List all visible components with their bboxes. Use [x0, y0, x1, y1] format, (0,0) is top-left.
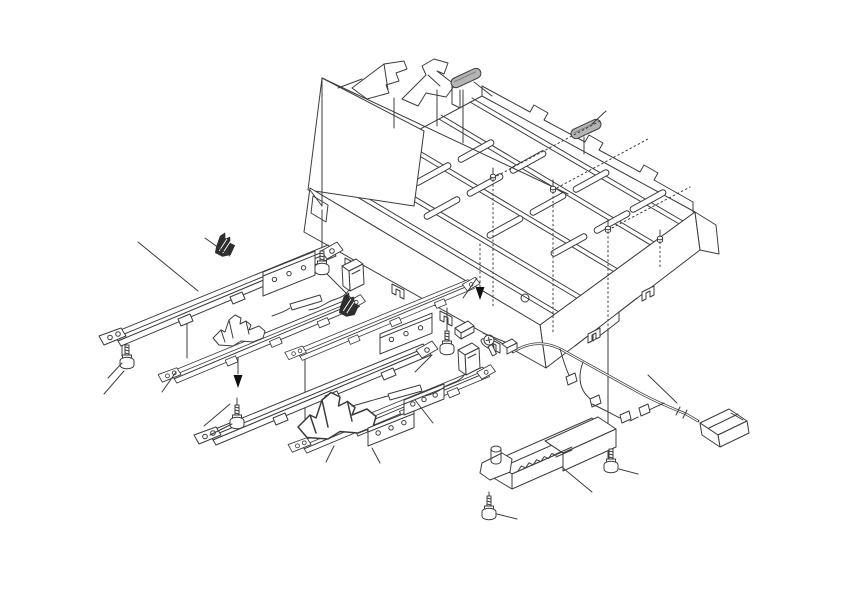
leader-line [326, 273, 356, 303]
insertion-arrow [233, 375, 243, 388]
leader-line [371, 447, 381, 464]
leader-line [414, 399, 434, 424]
leader-line [204, 237, 231, 257]
plate-hole [300, 265, 307, 271]
plate-hole [388, 425, 394, 431]
leader-line [337, 78, 363, 89]
plate-bend-line [367, 413, 415, 433]
leader-line [137, 241, 199, 292]
chassis-tray-frame [303, 77, 720, 369]
deck-channel [397, 137, 629, 276]
plate-hole [410, 401, 416, 407]
flat-flex-cable-1 [271, 258, 365, 317]
plate-hole [421, 396, 427, 403]
leader-line [203, 403, 231, 427]
plate-bend-line [379, 316, 433, 339]
lift-spring [517, 453, 557, 472]
wire-harness [501, 338, 750, 448]
projection-dotted-line [552, 138, 649, 191]
branch-connector-1 [565, 372, 578, 386]
deck-slot [423, 196, 461, 220]
leader-line [618, 468, 639, 475]
leader-line [209, 423, 233, 436]
harness-retaining-clip [211, 231, 237, 259]
leader-line [562, 467, 593, 493]
leader-line [103, 370, 125, 395]
front-wall [303, 187, 547, 369]
deck-slot [550, 233, 588, 257]
inline-connector-2 [638, 403, 651, 417]
harness-connector [699, 408, 750, 448]
sensor-mounting-plate [262, 250, 316, 297]
front-wall-cutout [310, 195, 329, 223]
left-side-panel [307, 77, 425, 207]
deck-hole [520, 293, 530, 303]
projection-dotted-line [607, 186, 691, 231]
deck-channel [395, 141, 627, 280]
right-outrigger [694, 211, 720, 255]
projection-dotted-line [492, 120, 601, 179]
leader-line [161, 371, 177, 393]
plate-hole [388, 336, 395, 343]
shoulder-screw [481, 495, 497, 521]
flat-flex-cable-2 [351, 342, 481, 407]
callout-leader-lines [103, 74, 678, 520]
deck-slot [486, 215, 524, 239]
assembly-line [321, 77, 569, 195]
deck-slot [629, 189, 667, 213]
deck-channel [469, 101, 694, 233]
spacer-pad [454, 320, 475, 340]
deck-slot [529, 192, 567, 216]
inline-connector-1 [619, 410, 632, 424]
deck-slot [572, 169, 610, 193]
deck-slot [593, 210, 631, 234]
deck-slot [509, 150, 547, 174]
leader-line [482, 332, 506, 343]
ground-plate-right [401, 58, 461, 109]
plate-hole [286, 270, 292, 277]
leader-line [496, 513, 518, 520]
deck-slot [466, 173, 504, 197]
leader-line [427, 74, 441, 87]
grip-pad [448, 66, 484, 90]
shoulder-screw [229, 404, 245, 430]
screw-with-washer [480, 334, 497, 357]
leader-line [647, 374, 678, 404]
grip-pad [568, 117, 604, 141]
ground-plate-left [351, 60, 408, 100]
leader-line [107, 362, 123, 379]
assembly-line [309, 189, 323, 207]
tray-lift-damper-assembly [479, 416, 617, 490]
plate-bend-line [403, 387, 445, 405]
plate-hole [271, 276, 278, 283]
sensor-mounting-plate [379, 312, 433, 355]
plate-hole [403, 330, 409, 337]
shoulder-screw [439, 330, 455, 356]
plate-hole [401, 419, 407, 426]
leader-line [473, 81, 493, 97]
plate-hole [417, 325, 424, 331]
leader-line [591, 110, 607, 125]
lift-bracket [479, 452, 513, 481]
leader-line [414, 354, 433, 373]
plate-bend-line [262, 254, 316, 277]
shoulder-screw [603, 448, 619, 474]
deck-channel [471, 97, 696, 229]
deck-channel [326, 178, 558, 317]
deck-channel [440, 114, 672, 253]
sensor-plates [262, 250, 445, 447]
harness-wrap [675, 406, 688, 419]
leader-line [462, 277, 478, 299]
leader-line [325, 445, 335, 463]
plate-hole [375, 430, 381, 436]
